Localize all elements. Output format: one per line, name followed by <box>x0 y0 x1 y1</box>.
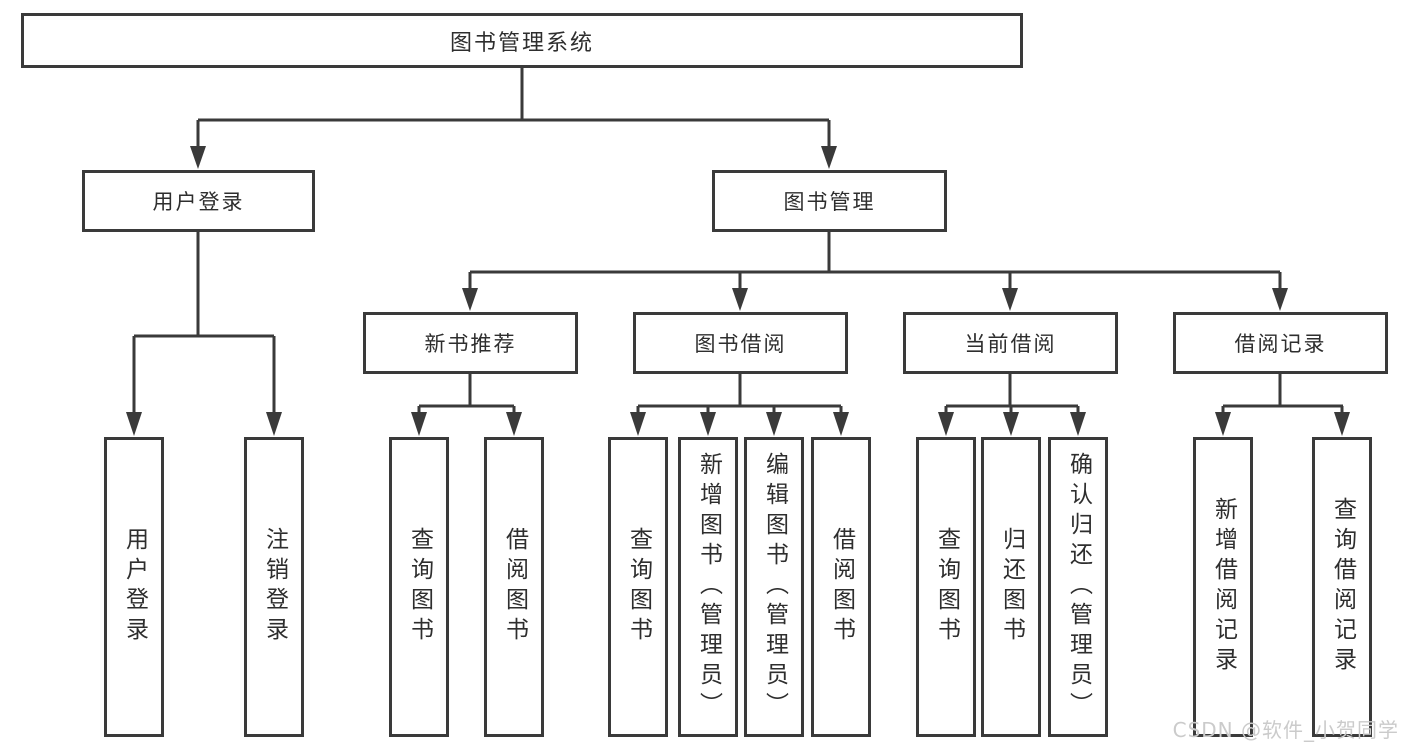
leaf-confirm-return-admin: 确认归还（管理员） <box>1048 437 1108 737</box>
leaf-borrow-books-recommend-label: 借阅图书 <box>501 527 528 647</box>
node-book-management: 图书管理 <box>712 170 947 232</box>
leaf-return-books: 归还图书 <box>981 437 1041 737</box>
arrowheads <box>126 146 1350 436</box>
leaf-user-login-label: 用户登录 <box>121 527 148 647</box>
csdn-watermark: CSDN @软件_小贺同学 <box>1172 718 1399 742</box>
node-new-book-recommend: 新书推荐 <box>363 312 578 374</box>
leaf-borrow-books-borrowing: 借阅图书 <box>811 437 871 737</box>
node-current-borrowing-label: 当前借阅 <box>964 332 1057 356</box>
node-book-borrowing-label: 图书借阅 <box>694 332 787 356</box>
leaf-logout-label: 注销登录 <box>261 527 288 647</box>
leaf-add-borrow-record: 新增借阅记录 <box>1193 437 1253 737</box>
leaf-query-books-borrowing-label: 查询图书 <box>625 527 652 647</box>
node-new-book-recommend-label: 新书推荐 <box>424 332 517 356</box>
node-borrowing-records-label: 借阅记录 <box>1234 332 1327 356</box>
node-user-login-label: 用户登录 <box>152 190 245 214</box>
leaf-query-books-recommend-label: 查询图书 <box>406 527 433 647</box>
node-book-borrowing: 图书借阅 <box>633 312 848 374</box>
leaf-add-borrow-record-label: 新增借阅记录 <box>1210 497 1237 677</box>
leaf-add-books-admin-label: 新增图书（管理员） <box>695 452 722 722</box>
leaf-query-books-borrowing: 查询图书 <box>608 437 668 737</box>
leaf-query-borrow-record-label: 查询借阅记录 <box>1329 497 1356 677</box>
node-current-borrowing: 当前借阅 <box>903 312 1118 374</box>
node-root: 图书管理系统 <box>21 13 1023 68</box>
node-borrowing-records: 借阅记录 <box>1173 312 1388 374</box>
node-book-management-label: 图书管理 <box>783 190 876 214</box>
leaf-query-books-current-label: 查询图书 <box>933 527 960 647</box>
leaf-edit-books-admin-label: 编辑图书（管理员） <box>761 452 788 722</box>
node-root-label: 图书管理系统 <box>449 30 594 56</box>
leaf-borrow-books-recommend: 借阅图书 <box>484 437 544 737</box>
leaf-return-books-label: 归还图书 <box>998 527 1025 647</box>
node-user-login: 用户登录 <box>82 170 315 232</box>
leaf-query-borrow-record: 查询借阅记录 <box>1312 437 1372 737</box>
leaf-query-books-current: 查询图书 <box>916 437 976 737</box>
leaf-confirm-return-admin-label: 确认归还（管理员） <box>1065 452 1092 722</box>
leaf-query-books-recommend: 查询图书 <box>389 437 449 737</box>
leaf-user-login: 用户登录 <box>104 437 164 737</box>
leaf-borrow-books-borrowing-label: 借阅图书 <box>828 527 855 647</box>
leaf-add-books-admin: 新增图书（管理员） <box>678 437 738 737</box>
leaf-logout: 注销登录 <box>244 437 304 737</box>
leaf-edit-books-admin: 编辑图书（管理员） <box>744 437 804 737</box>
